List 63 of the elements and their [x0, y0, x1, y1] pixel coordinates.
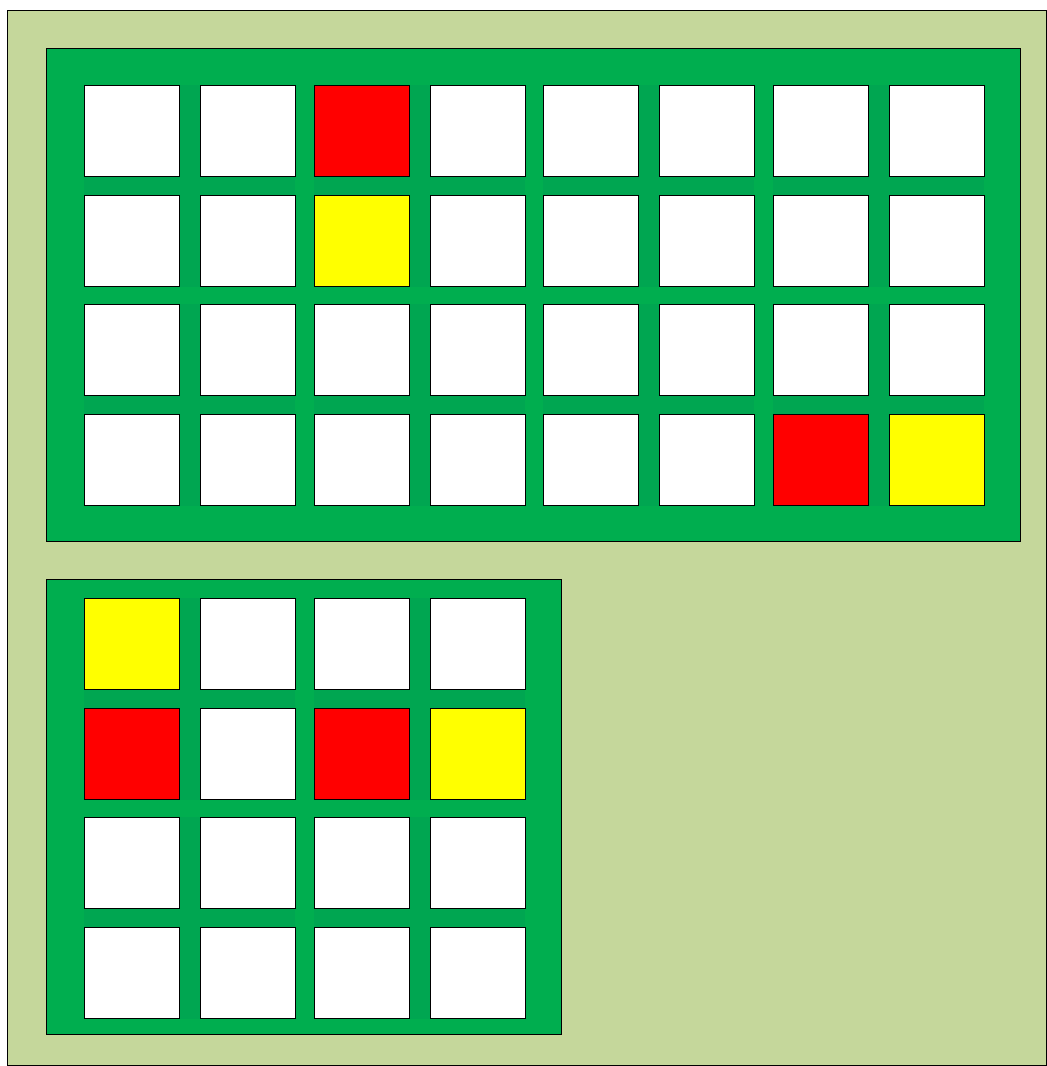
square-tile	[772, 85, 869, 177]
square-tile	[84, 817, 180, 909]
tile-block	[84, 85, 295, 287]
tile-block	[313, 817, 525, 1019]
tile-block	[772, 304, 984, 506]
square-tile	[772, 304, 869, 396]
tile-block	[84, 304, 295, 506]
tile-block	[84, 817, 295, 1019]
square-tile	[313, 927, 410, 1019]
square-tile	[84, 304, 180, 396]
square-tile	[200, 195, 296, 287]
square-tile	[429, 195, 526, 287]
square-tile	[429, 85, 526, 177]
square-tile	[313, 598, 410, 690]
square-tile	[888, 85, 985, 177]
tile-block	[313, 598, 525, 800]
square-tile	[84, 414, 180, 506]
tile-block	[313, 304, 525, 506]
square-tile	[313, 195, 410, 287]
square-tile	[84, 708, 180, 800]
tile-block	[543, 304, 754, 506]
square-tile	[313, 304, 410, 396]
square-tile	[659, 195, 755, 287]
square-tile	[543, 304, 639, 396]
square-tile	[84, 195, 180, 287]
square-tile	[543, 85, 639, 177]
square-tile	[772, 414, 869, 506]
square-tile	[84, 598, 180, 690]
tile-block	[84, 598, 295, 800]
square-tile	[888, 304, 985, 396]
square-tile	[200, 304, 296, 396]
square-tile	[772, 195, 869, 287]
square-tile	[659, 414, 755, 506]
square-tile	[313, 85, 410, 177]
square-tile	[200, 598, 296, 690]
tray-panel	[46, 48, 1021, 542]
square-tile	[429, 708, 526, 800]
square-tile	[200, 927, 296, 1019]
square-tile	[84, 927, 180, 1019]
square-tile	[200, 708, 296, 800]
square-tile	[429, 414, 526, 506]
square-tile	[200, 85, 296, 177]
tray-panel	[46, 579, 562, 1035]
square-tile	[429, 817, 526, 909]
square-tile	[200, 817, 296, 909]
tile-block	[543, 85, 754, 287]
square-tile	[659, 304, 755, 396]
square-tile	[313, 708, 410, 800]
square-tile	[313, 414, 410, 506]
square-tile	[84, 85, 180, 177]
square-tile	[429, 304, 526, 396]
square-tile	[429, 927, 526, 1019]
page-background	[7, 10, 1047, 1066]
square-tile	[543, 195, 639, 287]
square-tile	[543, 414, 639, 506]
square-tile	[659, 85, 755, 177]
square-tile	[313, 817, 410, 909]
tile-block	[772, 85, 984, 287]
square-tile	[429, 598, 526, 690]
tile-block	[313, 85, 525, 287]
square-tile	[888, 414, 985, 506]
square-tile	[888, 195, 985, 287]
square-tile	[200, 414, 296, 506]
